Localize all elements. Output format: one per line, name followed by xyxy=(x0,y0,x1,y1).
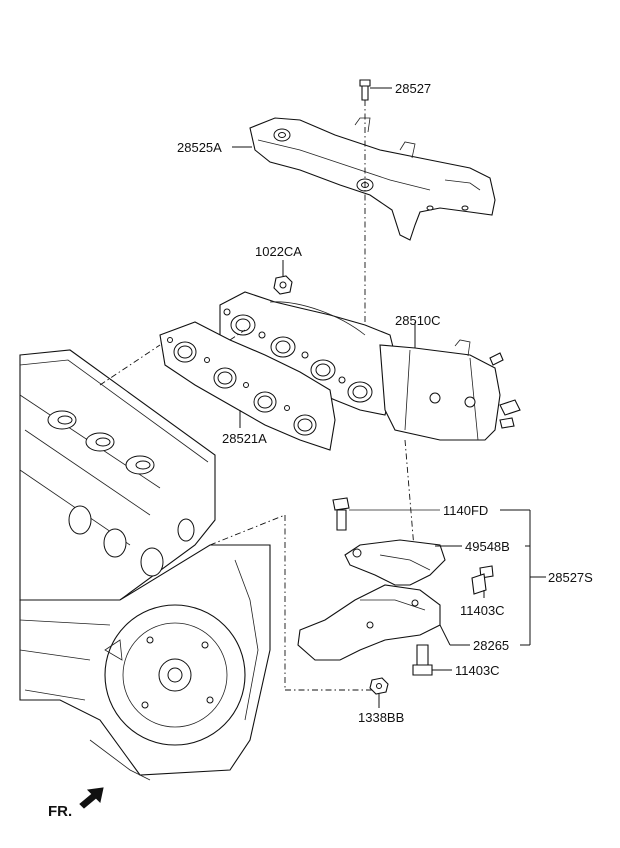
label-28265: 28265 xyxy=(473,638,509,653)
exhaust-manifold-28510C xyxy=(219,291,521,561)
label-11403C-upper: 11403C xyxy=(460,603,505,618)
front-direction-indicator: FR. xyxy=(48,787,104,820)
gasket-28521A xyxy=(99,321,336,451)
label-28521A: 28521A xyxy=(222,431,267,446)
bolt-28527 xyxy=(359,79,371,330)
leader-lines xyxy=(232,87,546,708)
label-28527S: 28527S xyxy=(548,570,593,585)
label-11403C-lower: 11403C xyxy=(455,663,500,678)
label-1338BB: 1338BB xyxy=(358,710,404,725)
engine-block xyxy=(19,349,271,781)
label-28525A: 28525A xyxy=(177,140,222,155)
label-49548B: 49548B xyxy=(465,539,510,554)
bracket-assembly xyxy=(209,497,494,695)
label-28527: 28527 xyxy=(395,81,431,96)
front-label: FR. xyxy=(48,803,72,820)
label-28510C: 28510C xyxy=(395,313,441,328)
heat-shield-28525A xyxy=(249,117,496,241)
label-1022CA: 1022CA xyxy=(255,244,302,259)
label-1140FD: 1140FD xyxy=(443,503,488,518)
nut-1022CA xyxy=(273,275,293,295)
front-arrow-icon xyxy=(79,787,104,809)
